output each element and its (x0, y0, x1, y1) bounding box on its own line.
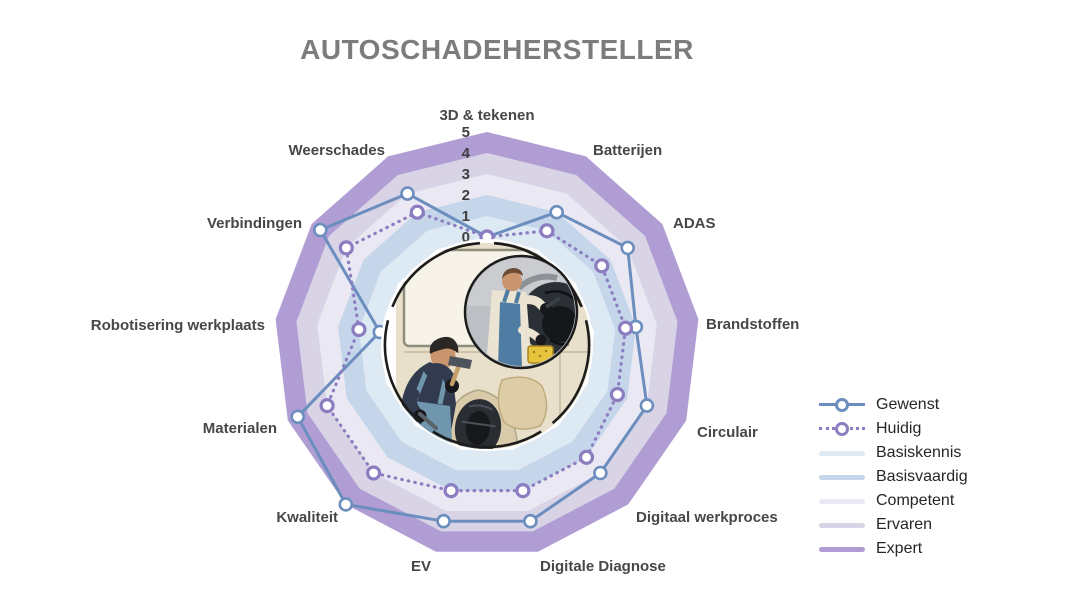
marker-huidig-1 (539, 223, 555, 239)
marker-gewenst-6 (523, 513, 538, 529)
legend-swatch-band (819, 492, 865, 510)
marker-huidig-10 (351, 321, 367, 338)
marker-huidig-9 (319, 398, 335, 414)
cloth (497, 376, 548, 430)
marker-gewenst-7 (436, 513, 451, 529)
marker-gewenst-11 (312, 222, 328, 238)
ring-segment (391, 241, 480, 308)
category-label: Digitale Diagnose (540, 558, 666, 575)
ring-segment (383, 319, 423, 425)
series-line-huidig (325, 210, 628, 493)
legend-item-ervaren: Ervaren (819, 516, 968, 534)
category-label: Weerschades (289, 142, 385, 159)
legend-label: Huidig (876, 420, 922, 437)
marker-huidig-12 (409, 204, 425, 220)
legend-item-gewenst: Gewenst (819, 396, 968, 414)
center-illustration (381, 239, 593, 451)
legend-swatch-band (819, 444, 865, 462)
category-label: Materialen (203, 420, 277, 437)
legend-item-huidig: Huidig (819, 420, 968, 438)
marker-huidig-8 (366, 465, 382, 481)
series-line-gewenst (296, 192, 649, 523)
marker-gewenst-5 (593, 465, 608, 481)
inset-worker-head (502, 271, 522, 291)
inset-glove-2 (535, 334, 547, 346)
ring-segment (551, 319, 591, 425)
legend-label: Competent (876, 492, 955, 509)
legend-swatch-band (819, 540, 865, 558)
inset-fender-edge (516, 273, 558, 291)
marker-huidig-4 (609, 386, 626, 403)
marker-huidig-3 (617, 320, 634, 336)
hammer-head (448, 356, 472, 369)
category-label: 3D & tekenen (439, 107, 534, 124)
category-label: Circulair (697, 424, 758, 441)
radial-tick-4: 4 (462, 145, 471, 162)
legend-marker-icon (835, 422, 849, 436)
category-label: Brandstoffen (706, 316, 799, 333)
marker-gewenst-1 (549, 204, 565, 220)
marker-gewenst-12 (400, 186, 415, 201)
legend-item-basiskennis: Basiskennis (819, 444, 968, 462)
legend-swatch-solid-line (819, 396, 865, 414)
category-label: Batterijen (593, 142, 662, 159)
marker-gewenst-8 (338, 497, 354, 512)
radial-tick-5: 5 (462, 124, 470, 141)
category-label: ADAS (673, 215, 716, 232)
radial-tick-2: 2 (462, 187, 470, 204)
marker-gewenst-4 (639, 398, 655, 413)
legend-item-basisvaardig: Basisvaardig (819, 468, 968, 486)
legend-label: Basiskennis (876, 444, 962, 461)
category-label: Verbindingen (207, 215, 302, 232)
marker-huidig-5 (578, 449, 595, 465)
radial-tick-3: 3 (462, 166, 470, 183)
legend-swatch-band (819, 516, 865, 534)
marker-huidig-2 (594, 258, 610, 274)
marker-huidig-7 (443, 483, 459, 499)
category-label: EV (411, 558, 431, 575)
legend-marker-icon (835, 398, 849, 412)
legend-item-expert: Expert (819, 540, 968, 558)
category-label: Digitaal werkproces (636, 509, 778, 526)
legend-label: Gewenst (876, 396, 940, 413)
inset-worker-bib (498, 302, 522, 366)
category-label: Kwaliteit (276, 509, 338, 526)
legend-swatch-band (819, 468, 865, 486)
legend-label: Ervaren (876, 516, 933, 533)
marker-huidig-11 (338, 240, 354, 256)
marker-huidig-6 (515, 483, 531, 499)
chart-title: AUTOSCHADEHERSTELLER (300, 34, 694, 65)
category-label: Robotisering werkplaats (91, 317, 265, 334)
marker-gewenst-2 (620, 240, 636, 256)
tire (454, 399, 502, 449)
ring-segment (432, 430, 542, 449)
legend-label: Expert (876, 540, 923, 557)
radial-tick-1: 1 (462, 208, 470, 225)
radial-tick-0: 0 (462, 229, 470, 246)
legend-label: Basisvaardig (876, 468, 968, 485)
legend-item-competent: Competent (819, 492, 968, 510)
marker-gewenst-9 (290, 409, 306, 425)
legend-swatch-dotted-line (819, 420, 865, 438)
dolly-tool (418, 412, 438, 430)
